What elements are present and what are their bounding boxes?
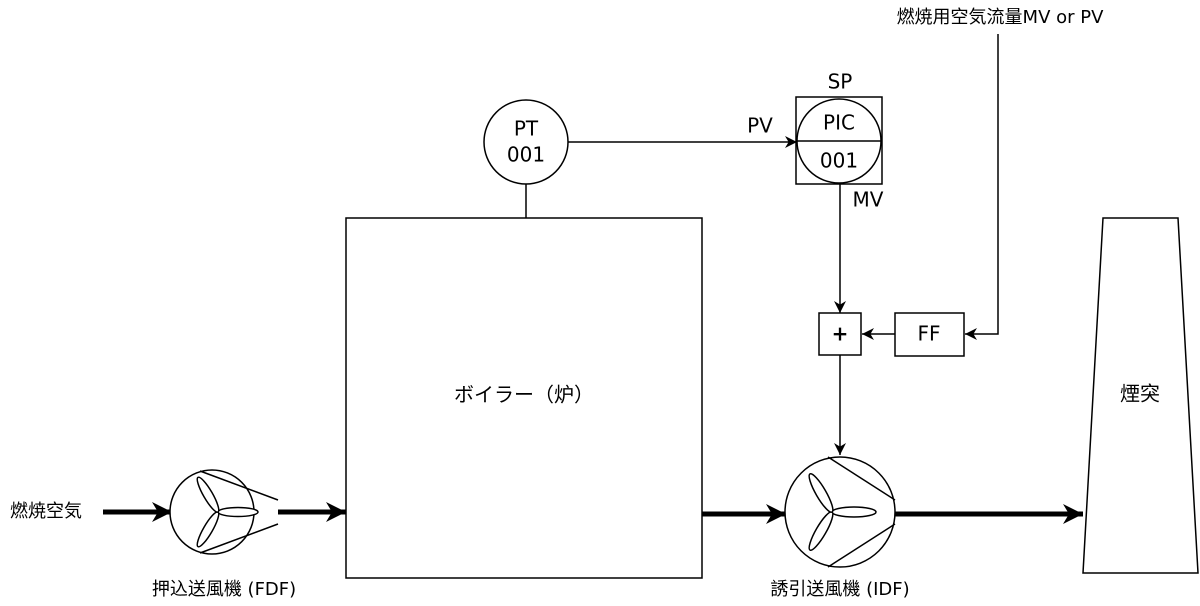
mv-label: MV [853,188,884,212]
pt-number-label: 001 [507,143,545,167]
pt-tag-label: PT [514,117,539,141]
fdf-impeller-icon [196,476,259,548]
fdf-outlet-line-top [199,470,279,501]
pic-number-label: 001 [820,149,858,173]
chimney-shape [1082,217,1199,574]
idf-label: 誘引送風機 (IDF) [770,579,909,600]
idf-impeller-icon [808,472,877,552]
combustion-air-flow-label: 燃焼用空気流量MV or PV [897,7,1105,28]
combustion-air-label: 燃焼空気 [10,501,82,522]
fdf-fan [169,469,279,555]
summer-label: + [832,322,849,346]
pv-label: PV [747,114,773,138]
feedforward-label: FF [917,322,940,346]
chimney-label: 煙突 [1120,382,1160,406]
boiler-label: ボイラー（炉） [454,383,594,407]
boiler-box [345,217,703,579]
idf-outlet-line-top [827,456,896,501]
fdf-outlet-line-bottom [199,523,279,554]
pic-tag-label: PIC [823,111,855,135]
fdf-label: 押込送風機 (FDF) [152,579,296,600]
air-flow-signal-line [965,34,999,340]
sp-label: SP [828,70,853,94]
idf-fan [784,456,896,568]
idf-outlet-line-bottom [827,523,896,568]
